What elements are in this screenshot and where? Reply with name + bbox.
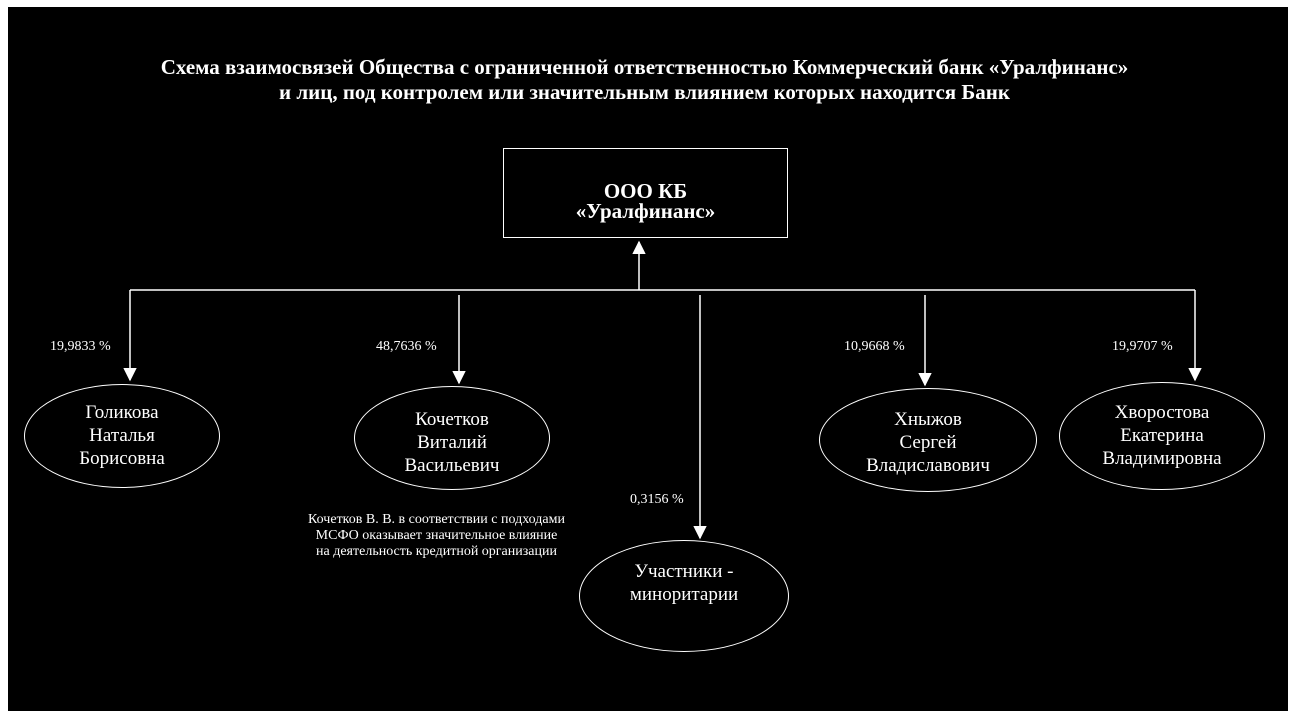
owner-name-line: Васильевич xyxy=(404,455,500,476)
owner-node-minority: Участники - миноритарии xyxy=(579,540,789,652)
owner-name-line: Наталья xyxy=(89,425,155,446)
note-line: на деятельность кредитной организации xyxy=(316,544,557,559)
owner-name-line: Виталий xyxy=(417,432,487,453)
share-label-kochetkov: 48,7636 % xyxy=(376,339,437,354)
diagram-title-line-2: и лиц, под контролем или значительным вл… xyxy=(279,80,1010,104)
owner-name-line: миноритарии xyxy=(629,584,739,605)
share-label-khvorostova: 19,9707 % xyxy=(1112,339,1173,354)
bank-name-line-1: ООО КБ xyxy=(603,179,688,203)
note-line: МСФО оказывает значительное влияние xyxy=(315,528,558,543)
owner-name-line: Сергей xyxy=(899,432,957,453)
owner-name-line: Борисовна xyxy=(79,448,165,469)
owner-name-line: Владиславович xyxy=(866,455,990,476)
owner-name-line: Голикова xyxy=(85,402,159,423)
bank-node: ООО КБ «Уралфинанс» xyxy=(503,148,788,238)
diagram-title-line-1: Схема взаимосвязей Общества с ограниченн… xyxy=(160,55,1129,79)
note-line: Кочетков В. В. в соответствии с подходам… xyxy=(308,512,565,527)
owner-node-kochetkov: Кочетков Виталий Васильевич xyxy=(354,386,550,490)
owner-node-khnyzhov: Хныжов Сергей Владиславович xyxy=(819,388,1037,492)
share-label-khnyzhov: 10,9668 % xyxy=(844,339,905,354)
share-label-golikova: 19,9833 % xyxy=(50,339,111,354)
owner-name-line: Владимировна xyxy=(1102,448,1222,469)
kochetkov-influence-note: Кочетков В. В. в соответствии с подходам… xyxy=(264,512,609,560)
bank-name-line-2: «Уралфинанс» xyxy=(575,199,716,223)
owner-name-line: Кочетков xyxy=(415,409,489,430)
owner-name-line: Екатерина xyxy=(1120,425,1204,446)
owner-name-line: Участники - xyxy=(634,561,734,582)
owner-node-khvorostova: Хворостова Екатерина Владимировна xyxy=(1059,382,1265,490)
owner-name-line: Хныжов xyxy=(894,409,962,430)
share-label-minority: 0,3156 % xyxy=(630,492,684,507)
owner-name-line: Хворостова xyxy=(1114,402,1210,423)
owner-node-golikova: Голикова Наталья Борисовна xyxy=(24,384,220,488)
